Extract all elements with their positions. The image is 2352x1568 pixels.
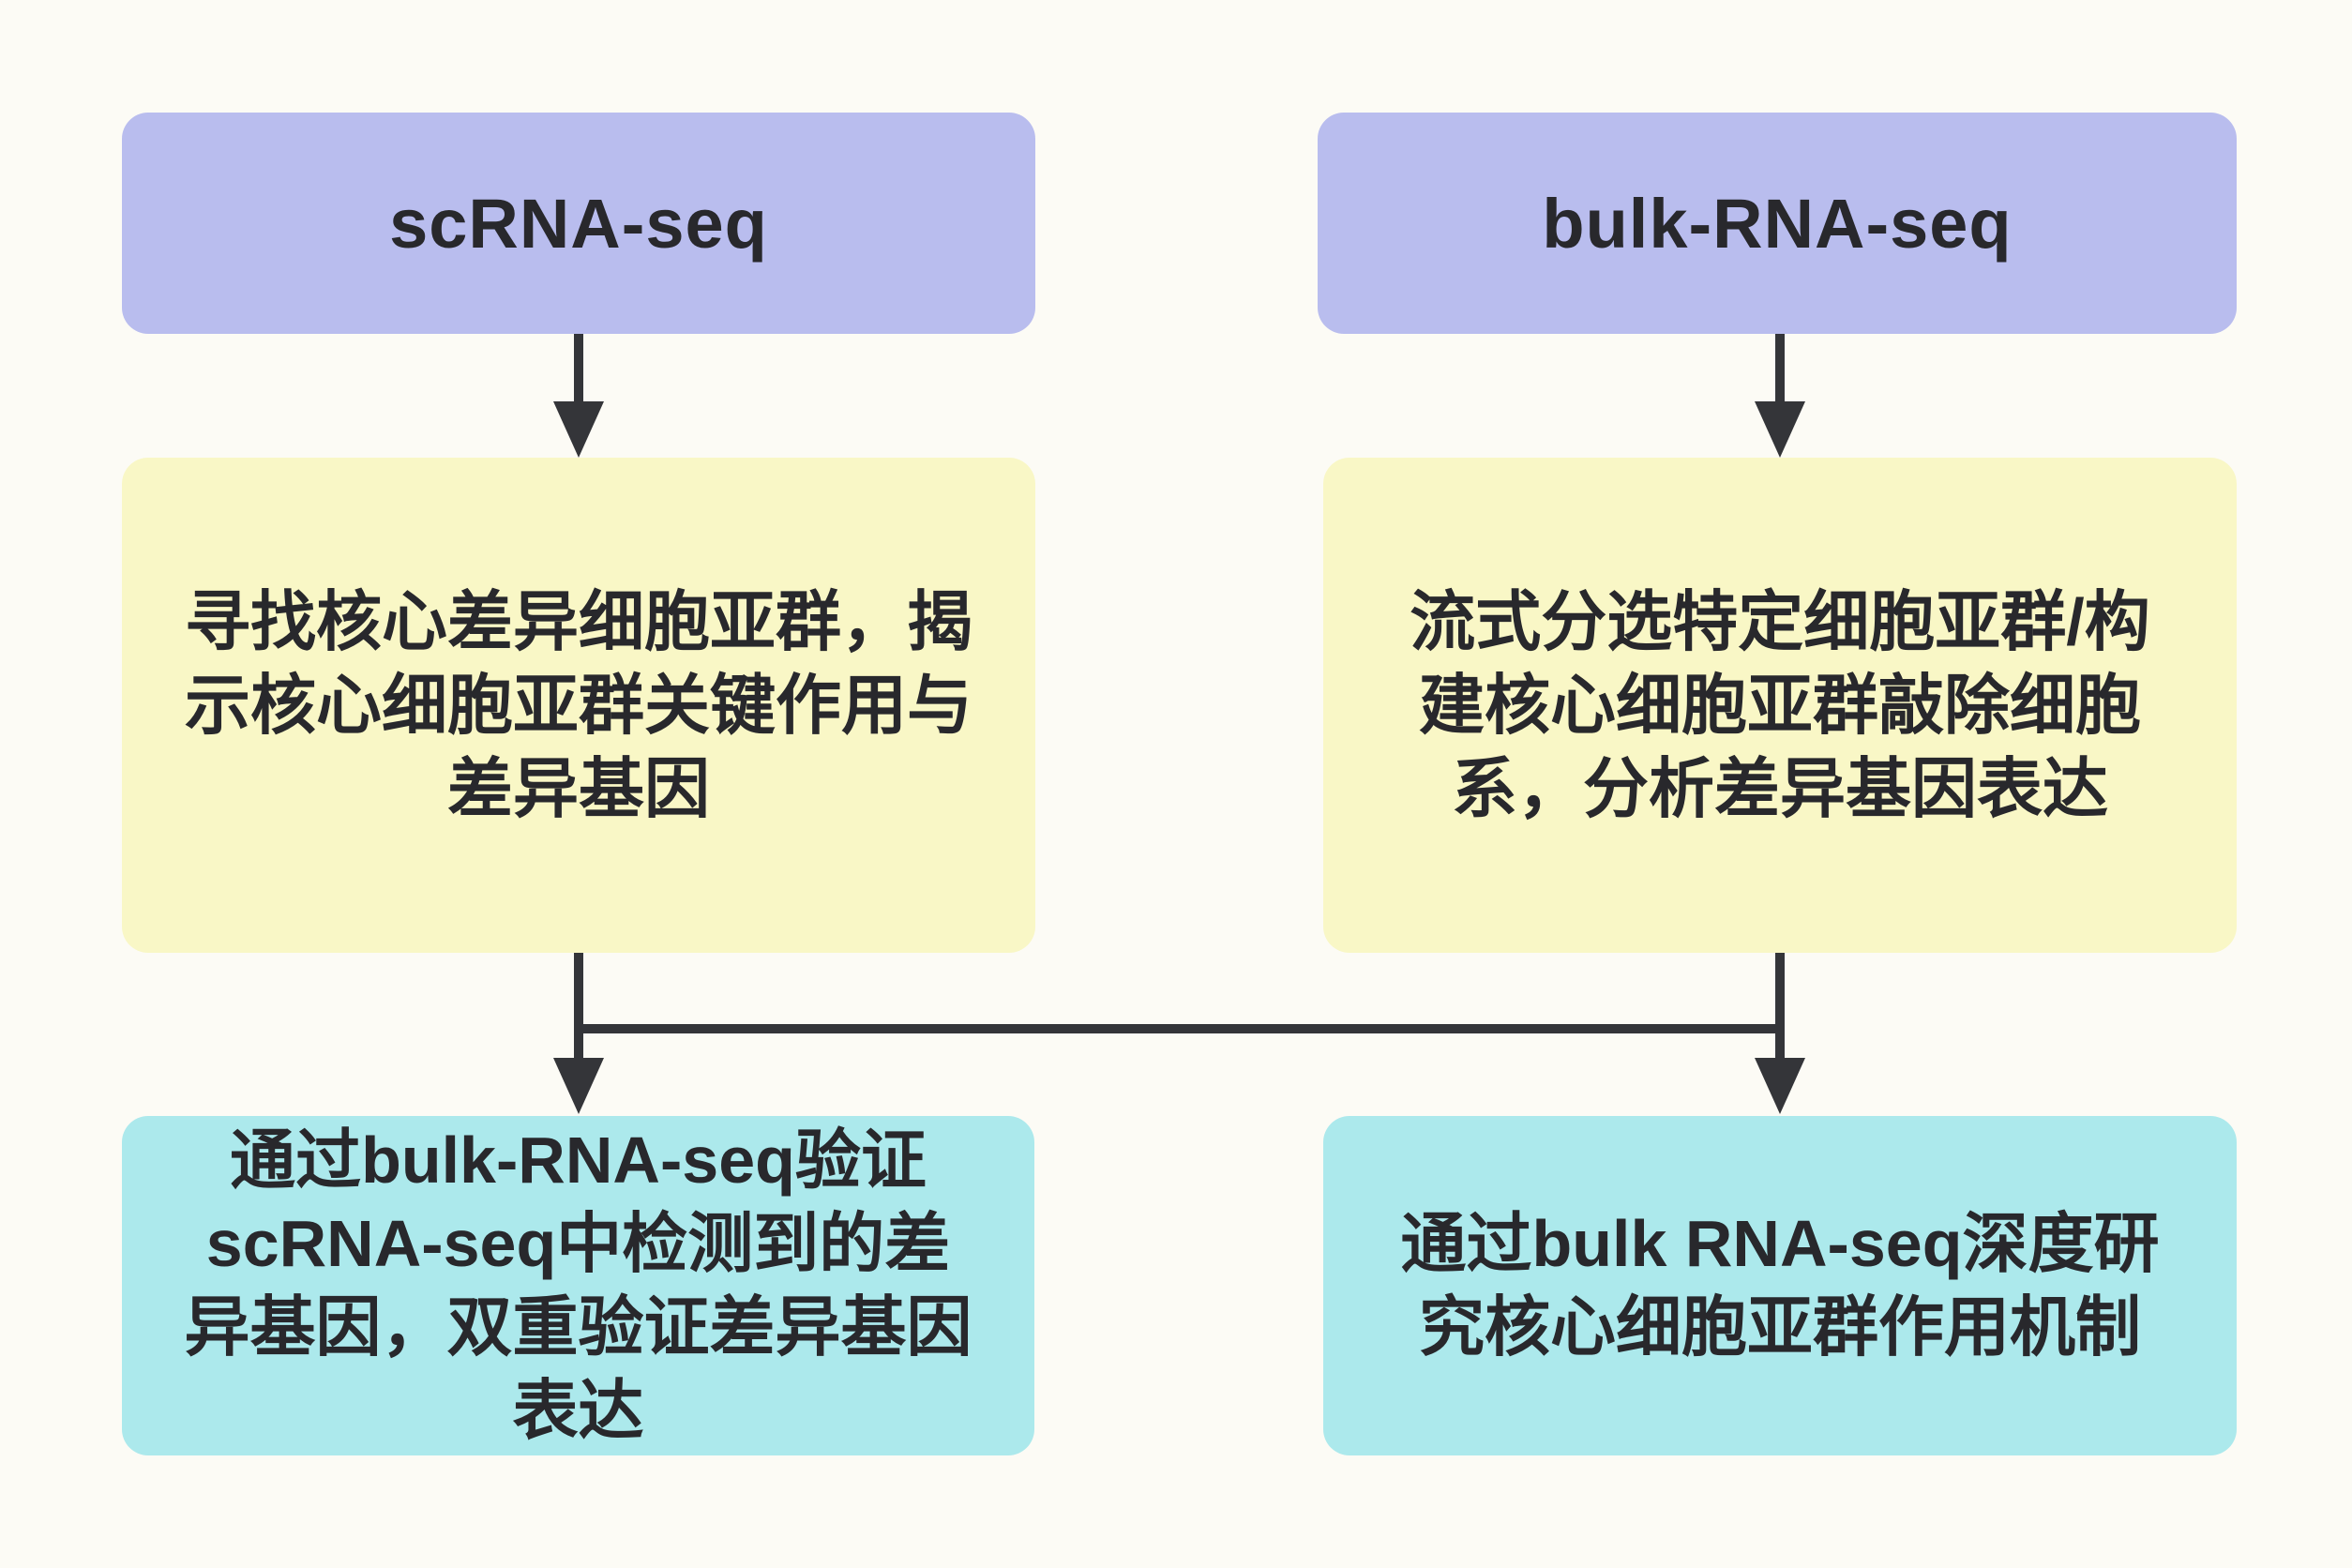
node-scrna-analysis: 寻找核心差异细胞亚群，揭 示核心细胞亚群关键作用与 差异基因 bbox=[122, 458, 1035, 953]
connector-horizontal-bar bbox=[574, 1024, 1785, 1033]
node-bulk-analysis-text: 流式分选特定细胞亚群/构 建核心细胞亚群敲除细胞 系，分析差异基因表达 bbox=[1410, 584, 2150, 825]
arrow-scrna-to-analysis-arrowhead-icon bbox=[553, 401, 604, 458]
node-scrna-seq-label: scRNA-seq bbox=[389, 184, 768, 263]
node-mechanism-study: 通过bulk RNA-seq深度研 究核心细胞亚群作用机制 bbox=[1323, 1116, 2237, 1455]
node-bulk-analysis: 流式分选特定细胞亚群/构 建核心细胞亚群敲除细胞 系，分析差异基因表达 bbox=[1323, 458, 2237, 953]
node-cross-validation: 通过bulk-RNA-seq验证 scRNA-seq中检测到的差 异基因，双重验… bbox=[122, 1116, 1034, 1455]
arrow-scrna-to-analysis-shaft bbox=[574, 334, 583, 405]
node-mechanism-study-text: 通过bulk RNA-seq深度研 究核心细胞亚群作用机制 bbox=[1400, 1207, 2160, 1364]
arrow-bulk-to-analysis-shaft bbox=[1775, 334, 1785, 405]
connector-right-vertical bbox=[1775, 953, 1785, 1062]
arrow-bulk-to-analysis-arrowhead-icon bbox=[1755, 401, 1805, 458]
node-scrna-analysis-text: 寻找核心差异细胞亚群，揭 示核心细胞亚群关键作用与 差异基因 bbox=[185, 584, 972, 825]
node-scrna-seq: scRNA-seq bbox=[122, 113, 1035, 334]
node-bulk-rna-seq-label: bulk-RNA-seq bbox=[1542, 184, 2013, 263]
node-cross-validation-text: 通过bulk-RNA-seq验证 scRNA-seq中检测到的差 异基因，双重验… bbox=[184, 1123, 972, 1447]
arrow-to-validation-arrowhead-icon bbox=[553, 1058, 604, 1114]
arrow-to-mechanism-arrowhead-icon bbox=[1755, 1058, 1805, 1114]
connector-left-vertical bbox=[574, 953, 583, 1062]
node-bulk-rna-seq: bulk-RNA-seq bbox=[1318, 113, 2237, 334]
